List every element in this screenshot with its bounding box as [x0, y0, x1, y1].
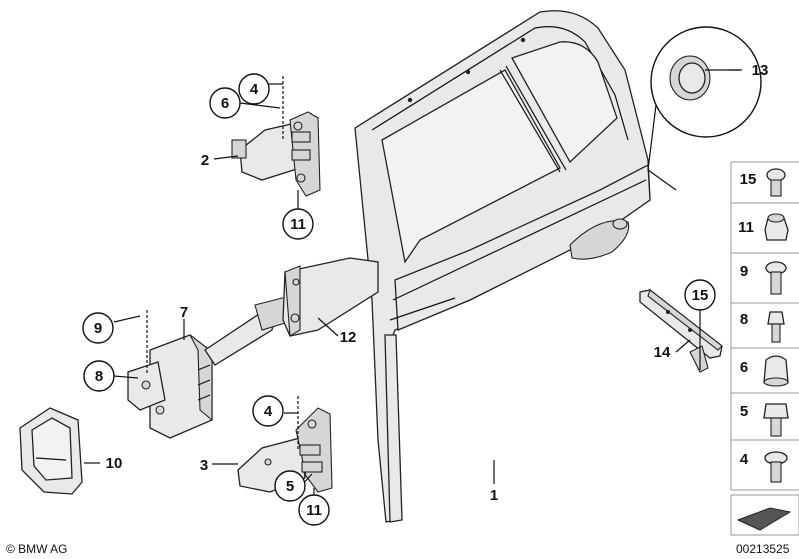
panel-label-8: 8 [740, 311, 748, 328]
callout-8: 8 [95, 368, 103, 385]
check-bracket [282, 257, 379, 337]
leader-lines [84, 69, 742, 496]
panel-label-11: 11 [738, 219, 754, 236]
callout-1: 1 [490, 487, 498, 504]
fastener-panel [730, 161, 799, 536]
callout-9: 9 [94, 320, 102, 337]
callout-14: 14 [654, 344, 671, 361]
callout-3: 3 [200, 457, 208, 474]
bolt-9-icon [765, 261, 787, 295]
panel-label-9: 9 [740, 263, 748, 280]
callout-11-upper: 11 [290, 216, 306, 233]
callout-6: 6 [221, 95, 229, 112]
cap-nut-11-icon [764, 213, 789, 241]
callout-circles [82, 73, 716, 526]
bolt-5-icon [763, 403, 789, 437]
callout-15: 15 [692, 287, 709, 304]
bolt-4-icon [764, 451, 788, 483]
callout-5: 5 [286, 478, 294, 495]
trim-strip [639, 289, 723, 373]
arrow-box [730, 494, 799, 536]
callout-7: 7 [180, 304, 188, 321]
callout-4-lower: 4 [264, 403, 273, 420]
panel-label-15: 15 [740, 171, 757, 188]
upper-hinge [231, 111, 321, 197]
callout-11-lower: 11 [306, 502, 322, 519]
callout-4-upper: 4 [250, 81, 259, 98]
door-shell [354, 10, 651, 523]
screw-15-icon [766, 168, 786, 197]
panel-label-6: 6 [740, 359, 748, 376]
grommet-detail [647, 26, 762, 191]
cap-6-icon [763, 355, 789, 387]
callout-13: 13 [752, 62, 769, 79]
diagram-number: 00213525 [736, 542, 790, 556]
callout-12: 12 [340, 329, 357, 346]
callout-2: 2 [201, 152, 209, 169]
callout-10: 10 [106, 455, 123, 472]
panel-label-5: 5 [740, 403, 748, 420]
copyright-text: © BMW AG [6, 542, 68, 556]
rubber-buffer [19, 407, 83, 495]
bolt-8-icon [767, 311, 785, 343]
panel-label-4: 4 [740, 451, 749, 468]
